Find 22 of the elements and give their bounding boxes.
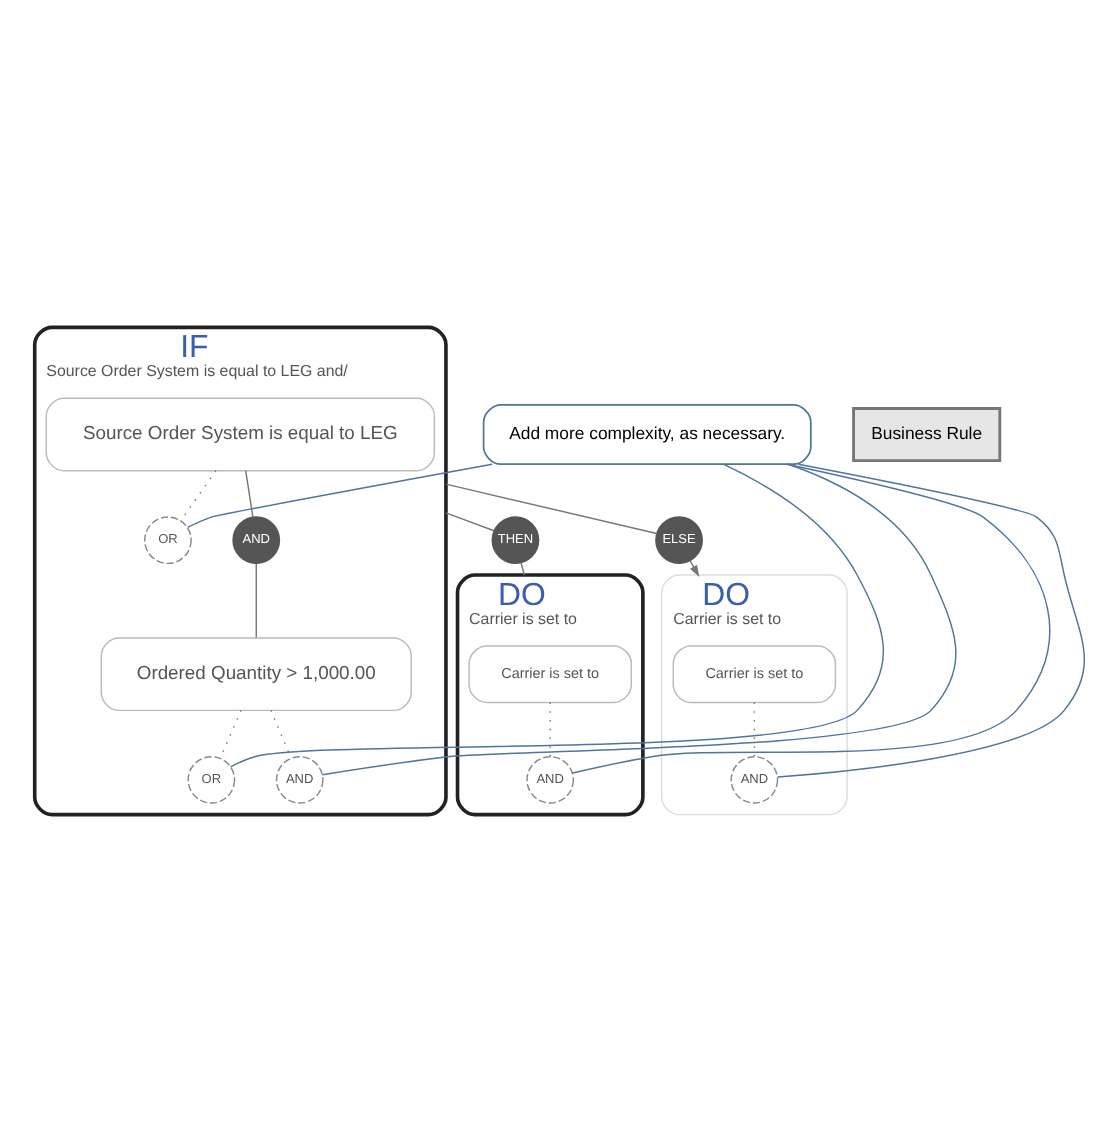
connector <box>187 462 493 528</box>
connector <box>255 562 257 638</box>
connector <box>445 482 658 534</box>
node-box: Add more complexity, as necessary. <box>482 402 812 465</box>
connector <box>245 469 254 517</box>
node-box: Source Order System is equal to LEG <box>45 396 436 471</box>
connector <box>549 700 551 756</box>
connector <box>777 462 1085 777</box>
node-box: Business Rule <box>852 406 1002 462</box>
node-box: Carrier is set to <box>672 644 837 703</box>
connector <box>445 511 495 531</box>
connector <box>270 708 292 758</box>
connector <box>219 708 242 758</box>
connector <box>321 462 957 775</box>
node-box: Ordered Quantity > 1,000.00 <box>100 636 412 711</box>
connector <box>179 469 217 521</box>
connector <box>520 561 525 575</box>
node-box: Carrier is set to <box>468 644 632 703</box>
arrow <box>689 559 700 576</box>
connector <box>571 462 1051 773</box>
connector <box>753 700 756 756</box>
connector <box>229 462 884 767</box>
